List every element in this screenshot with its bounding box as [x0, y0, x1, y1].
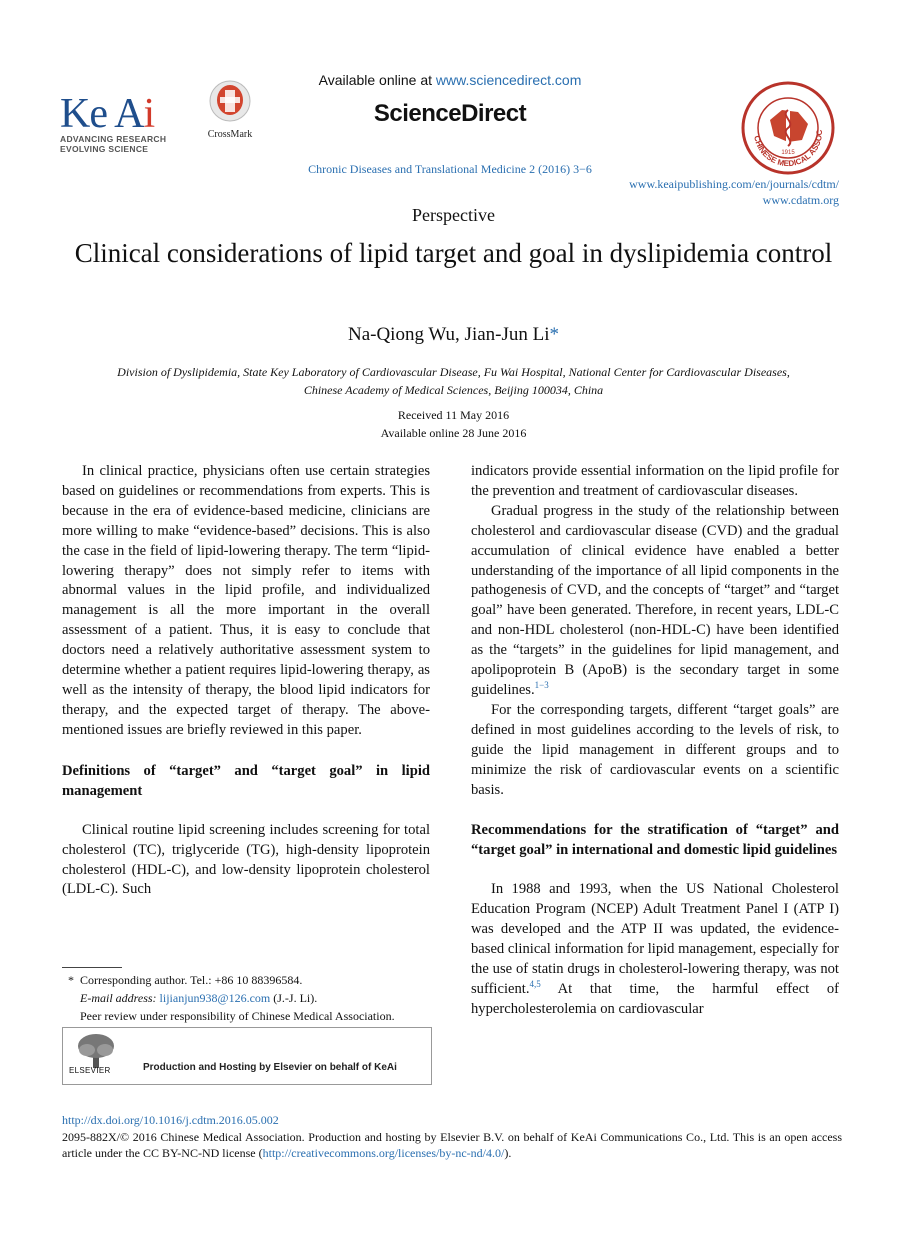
email-suffix: (J.-J. Li). [270, 991, 318, 1005]
journal-url-keai[interactable]: www.keaipublishing.com/en/journals/cdtm/ [629, 177, 839, 191]
intro-paragraph: In clinical practice, physicians often u… [62, 463, 430, 738]
screening-paragraph: Clinical routine lipid screening include… [62, 821, 430, 898]
citation-4-5[interactable]: 4,5 [529, 979, 541, 990]
journal-urls: www.keaipublishing.com/en/journals/cdtm/… [629, 176, 839, 208]
article-type: Perspective [412, 205, 495, 225]
copyright-end: ). [504, 1146, 512, 1160]
hosting-text: Production and Hosting by Elsevier on be… [143, 1062, 397, 1073]
cma-seal-icon: CHINESE MEDICAL ASSOCIATION 1915 [737, 73, 835, 175]
available-online-date: Available online 28 June 2016 [380, 426, 527, 440]
footnote: * Corresponding author. Tel.: +86 10 883… [62, 971, 432, 1025]
left-column: In clinical practice, physicians often u… [62, 462, 430, 900]
affiliation-line-1: Division of Dyslipidemia, State Key Labo… [117, 365, 790, 379]
footnote-rule [62, 967, 122, 968]
progress-paragraph: Gradual progress in the study of the rel… [471, 502, 839, 701]
copyright-text: 2095-882X/© 2016 Chinese Medical Associa… [62, 1129, 842, 1161]
elsevier-tree-icon [78, 1034, 114, 1068]
peer-review-note: Peer review under responsibility of Chin… [80, 1009, 395, 1023]
crossmark-badge[interactable]: CrossMark [203, 80, 257, 140]
sciencedirect-link[interactable]: www.sciencedirect.com [435, 72, 582, 88]
license-link[interactable]: http://creativecommons.org/licenses/by-n… [262, 1146, 505, 1160]
author-names: Na-Qiong Wu, Jian-Jun Li [347, 324, 550, 345]
corresponding-author-text: Corresponding author. Tel.: +86 10 88396… [80, 973, 303, 987]
affiliation: Division of Dyslipidemia, State Key Labo… [60, 363, 847, 399]
ncep-paragraph-text: In 1988 and 1993, when the US National C… [471, 881, 839, 997]
ncep-paragraph-cont: At that time, the harmful effect of hype… [471, 980, 839, 1017]
cma-seal: CHINESE MEDICAL ASSOCIATION 1915 [737, 73, 836, 176]
sciencedirect-wordmark: ScienceDirect [373, 100, 527, 127]
available-online: Available online at www.sciencedirect.co… [300, 72, 600, 88]
journal-reference[interactable]: Chronic Diseases and Translational Medic… [308, 162, 592, 176]
footnote-star: * [68, 973, 74, 987]
indicators-paragraph: indicators provide essential information… [471, 463, 839, 499]
corresponding-author-note: * Corresponding author. Tel.: +86 10 883… [62, 971, 432, 989]
citation-1-3[interactable]: 1−3 [534, 680, 549, 691]
page-footer: http://dx.doi.org/10.1016/j.cdtm.2016.05… [62, 1112, 842, 1162]
crossmark-icon [209, 80, 251, 122]
email-label: E-mail address: [80, 991, 157, 1005]
journal-url-cdatm[interactable]: www.cdatm.org [762, 193, 839, 207]
ncep-paragraph: In 1988 and 1993, when the US National C… [471, 880, 839, 1019]
section-heading-definitions: Definitions of “target” and “target goal… [62, 762, 430, 799]
email-line: E-mail address: lijianjun938@126.com (J.… [62, 989, 432, 1007]
author-list: Na-Qiong Wu, Jian-Jun Li* [0, 324, 907, 346]
doi-link[interactable]: http://dx.doi.org/10.1016/j.cdtm.2016.05… [62, 1113, 279, 1127]
elsevier-hosting-box: ELSEVIER Production and Hosting by Elsev… [62, 1027, 432, 1085]
received-date: Received 11 May 2016 [397, 408, 510, 422]
keai-logo: Ke Ai ADVANCING RESEARCH EVOLVING SCIENC… [60, 91, 170, 154]
keai-tagline-1: ADVANCING RESEARCH [60, 134, 167, 144]
seal-year: 1915 [781, 150, 795, 156]
section-heading-recommendations: Recommendations for the stratification o… [471, 822, 839, 859]
corresponding-author-mark[interactable]: * [549, 324, 560, 345]
available-prefix: Available online at [318, 72, 436, 88]
copyright-notice: 2095-882X/© 2016 Chinese Medical Associa… [62, 1129, 842, 1162]
crossmark-label: CrossMark [207, 129, 253, 140]
target-goals-paragraph: For the corresponding targets, different… [471, 701, 839, 798]
article-title: Clinical considerations of lipid target … [74, 238, 833, 268]
keai-tagline-2: EVOLVING SCIENCE [60, 144, 149, 154]
keai-wordmark: Ke Ai [60, 91, 155, 137]
progress-paragraph-text: Gradual progress in the study of the rel… [471, 502, 839, 698]
article-dates: Received 11 May 2016 Available online 28… [0, 406, 907, 442]
affiliation-line-2: Chinese Academy of Medical Sciences, Bei… [303, 383, 604, 397]
elsevier-label: ELSEVIER [69, 1066, 111, 1075]
right-column: indicators provide essential information… [471, 462, 839, 1020]
email-link[interactable]: lijianjun938@126.com [159, 991, 271, 1005]
